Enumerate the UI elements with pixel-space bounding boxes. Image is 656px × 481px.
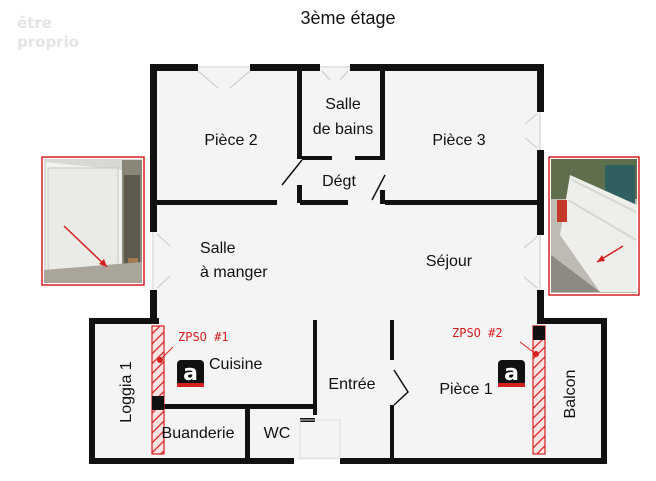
photo-left — [41, 156, 145, 286]
room-label-buanderie: Buanderie — [162, 425, 235, 442]
room-label-salle-a-manger-line1: Salle — [200, 240, 236, 257]
svg-text:a: a — [183, 361, 198, 386]
watermark-line-1: être — [17, 14, 52, 32]
room-label-wc: WC — [264, 425, 291, 442]
room-label-cuisine: Cuisine — [209, 356, 262, 373]
zpso-1-label: ZPSO #1 — [178, 330, 229, 344]
zpso-1-wall-block — [152, 396, 164, 410]
room-label-piece-3: Pièce 3 — [432, 132, 485, 149]
zpso-2-hatch — [532, 325, 546, 455]
walls — [89, 64, 607, 464]
zpso-2-label: ZPSO #2 — [452, 326, 503, 340]
room-label-piece-2: Pièce 2 — [204, 132, 257, 149]
room-label-degt: Dégt — [322, 173, 356, 190]
room-label-piece-1: Pièce 1 — [439, 381, 492, 398]
floor-area — [93, 68, 603, 460]
zpso-2-wall-block — [533, 326, 545, 340]
room-label-sejour: Séjour — [426, 253, 473, 270]
watermark-logo: être proprio — [17, 14, 79, 51]
watermark-line-2: proprio — [17, 33, 79, 51]
room-label-salle-de-bains-line2: de bains — [313, 121, 374, 138]
room-label-salle-de-bains-line1: Salle — [325, 96, 361, 113]
openings — [152, 66, 541, 459]
photo-right — [548, 156, 640, 296]
floor-title: 3ème étage — [300, 8, 395, 28]
room-label-balcon: Balcon — [562, 370, 579, 419]
zpso-2-marker-icon: a — [498, 360, 525, 387]
room-label-loggia: Loggia 1 — [118, 361, 135, 422]
zpso-1-marker-icon: a — [177, 360, 204, 387]
room-label-entree: Entrée — [328, 376, 375, 393]
room-label-salle-a-manger-line2: à manger — [200, 264, 268, 281]
svg-text:a: a — [504, 361, 519, 386]
zpso-pointers — [157, 341, 539, 363]
